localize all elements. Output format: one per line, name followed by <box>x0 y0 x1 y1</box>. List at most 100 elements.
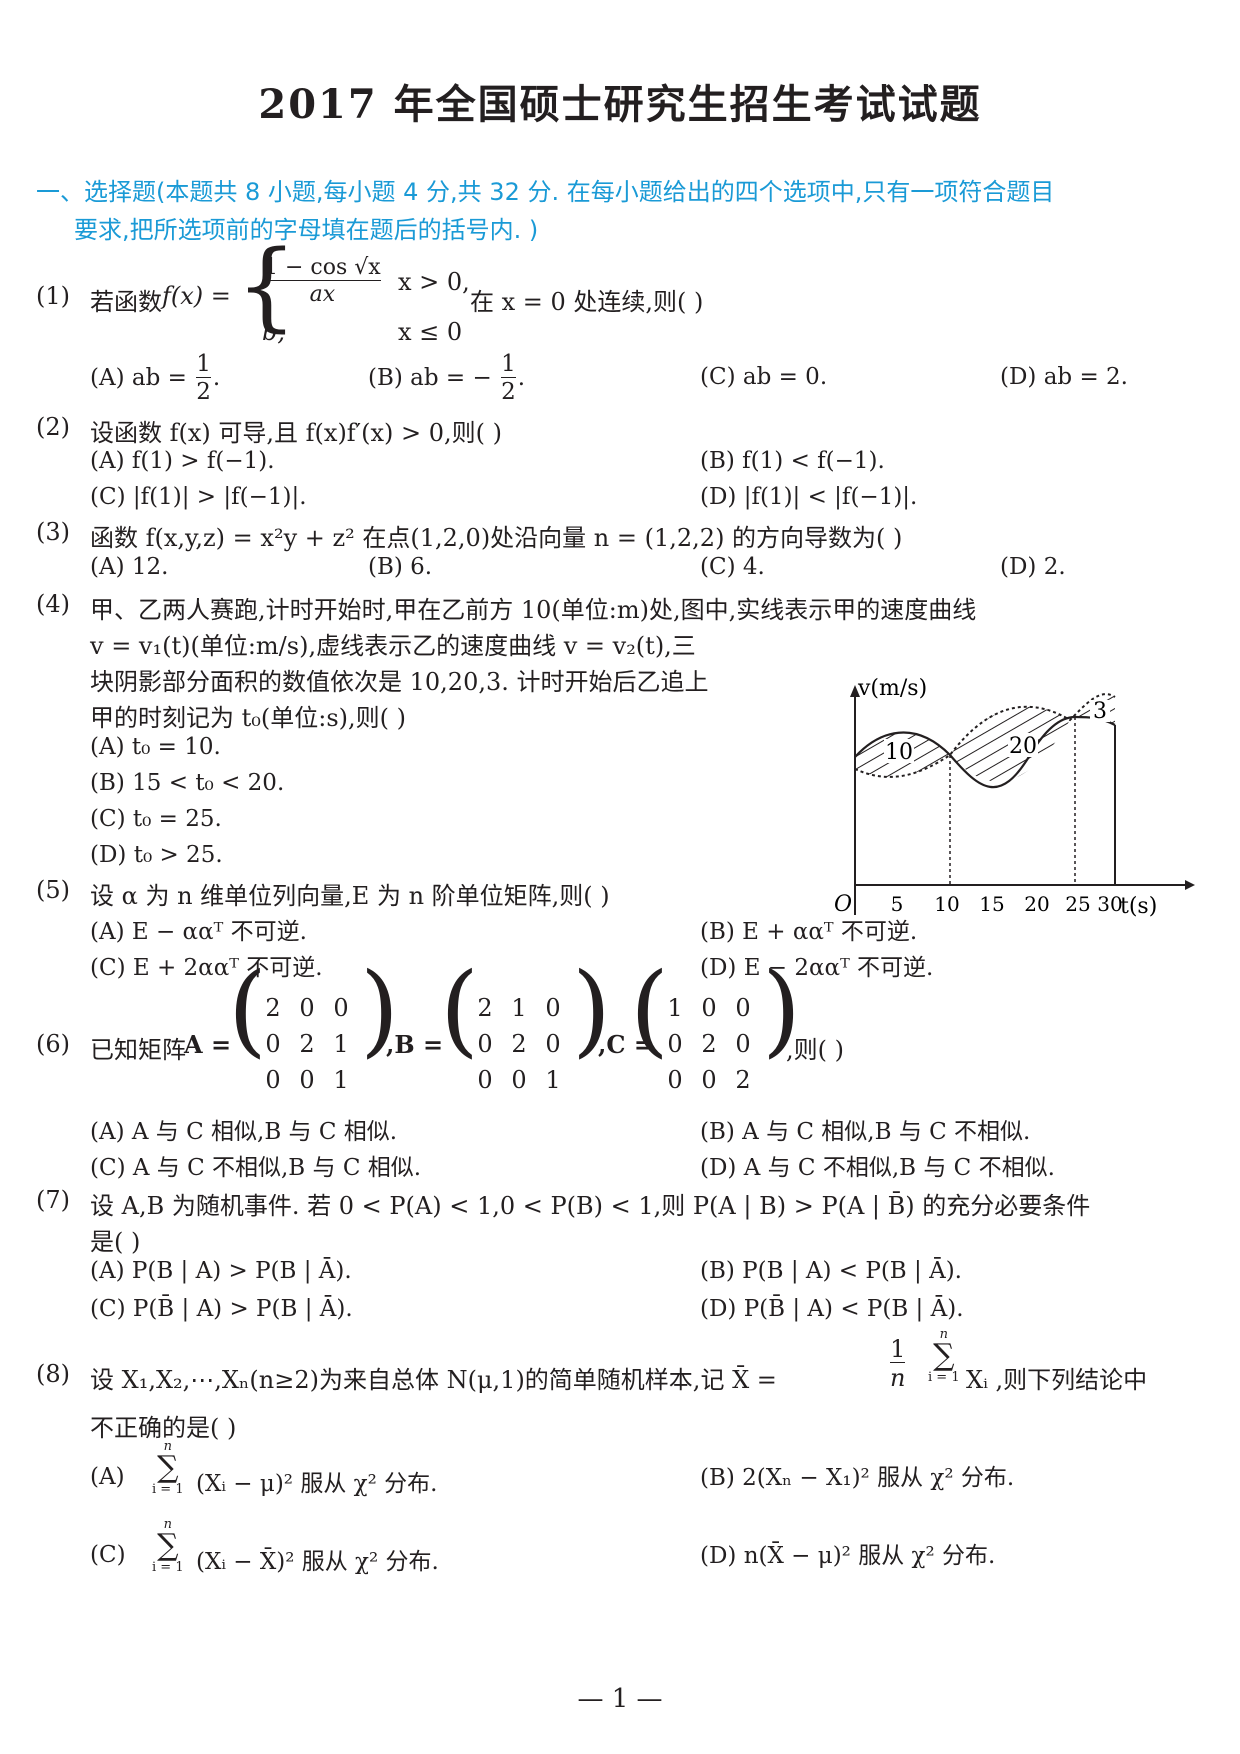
q7-option-a: (A) P(B | A) > P(B | Ā). <box>90 1258 352 1284</box>
q5-option-c: (C) E + 2ααᵀ 不可逆. <box>90 955 323 981</box>
q8-option-d: (D) n(X̄ − μ)² 服从 χ² 分布. <box>700 1543 996 1569</box>
q2-text: 设函数 f(x) 可导,且 f(x)f′(x) > 0,则( ) <box>90 419 503 447</box>
q2-number: (2) <box>36 413 70 441</box>
q4-line4: 甲的时刻记为 t₀(单位:s),则( ) <box>90 704 407 732</box>
area-label-bg-2 <box>1008 733 1038 757</box>
q1-case1-frac: 1 − cos √x ax <box>262 255 383 307</box>
q1-number: (1) <box>36 282 70 310</box>
curve-v2-dashed <box>854 693 1116 778</box>
q8-option-c-sum: n ∑ i = 1 <box>152 1518 184 1574</box>
x-axis-label: t(s) <box>1120 894 1157 919</box>
section-heading-cont: 要求,把所选项前的字母填在题后的括号内. ) <box>74 216 539 244</box>
q1-fx: f(x) = <box>162 282 231 310</box>
q1-lead: 若函数 <box>90 288 162 316</box>
q8-lead: 设 X₁,X₂,⋯,Xₙ(n≥2)为来自总体 N(μ,1)的简单随机样本,记 X… <box>90 1366 777 1394</box>
area-label-10: 10 <box>885 740 913 765</box>
q1-tail: 在 x = 0 处连续,则( ) <box>470 288 704 316</box>
q8-option-c-sum-top: n <box>163 1517 172 1532</box>
matrix-b-cell: 0 <box>477 1030 493 1058</box>
q5-option-b: (B) E + ααᵀ 不可逆. <box>700 919 918 945</box>
q4-velocity-figure: v(m/s) O t(s) 5 10 15 20 25 30 10 20 3 <box>834 676 1195 919</box>
q1-option-b-pre: (B) ab = − <box>368 364 492 391</box>
q1-option-c: (C) ab = 0. <box>700 364 828 390</box>
q7-option-b: (B) P(B | A) < P(B | Ā). <box>700 1258 962 1284</box>
q1-option-a-pre: (A) ab = <box>90 364 187 391</box>
q8-option-a-body: (Xᵢ − μ)² 服从 χ² 分布. <box>196 1471 438 1497</box>
q8-option-c-sum-bottom: i = 1 <box>152 1560 184 1575</box>
q3-option-c: (C) 4. <box>700 554 765 580</box>
matrix-c-cell: 2 <box>701 1030 717 1058</box>
q2-option-b: (B) f(1) < f(−1). <box>700 448 885 474</box>
matrix-a-cell: 0 <box>265 1030 281 1058</box>
q1-case2: b, <box>262 318 285 346</box>
q4-line1: 甲、乙两人赛跑,计时开始时,甲在乙前方 10(单位:m)处,图中,实线表示甲的速… <box>90 596 977 624</box>
matrix-a-cell: 2 <box>265 994 281 1022</box>
q8-option-b: (B) 2(Xₙ − X₁)² 服从 χ² 分布. <box>700 1465 1015 1491</box>
q8-option-a-sum-top: n <box>163 1439 172 1454</box>
tick-20: 20 <box>1024 892 1049 916</box>
curve-v1-solid <box>854 715 1116 789</box>
q8-option-a-sum-bottom: i = 1 <box>152 1482 184 1497</box>
area-label-bg-3 <box>1090 700 1110 722</box>
matrix-a-cell: 0 <box>333 994 349 1022</box>
q6-tail: ,则( ) <box>786 1036 844 1064</box>
matrix-b-cell: 0 <box>477 1066 493 1094</box>
q8-line2: 不正确的是( ) <box>90 1414 237 1442</box>
area-label-3: 3 <box>1093 699 1107 724</box>
q8-frac-num: 1 <box>890 1335 906 1363</box>
q8-frac-den: n <box>890 1362 906 1393</box>
q5-option-a: (A) E − ααᵀ 不可逆. <box>90 919 307 945</box>
q2-option-c: (C) |f(1)| > |f(−1)|. <box>90 484 307 510</box>
matrix-c-cell: 0 <box>701 994 717 1022</box>
q8-option-a-sum: n ∑ i = 1 <box>152 1440 184 1496</box>
matrix-a-cell: 1 <box>333 1066 349 1094</box>
q1-case2-cond: x ≤ 0 <box>398 318 463 346</box>
q3-text: 函数 f(x,y,z) = x²y + z² 在点(1,2,0)处沿向量 n =… <box>90 524 903 552</box>
q6-b-label: ,B = <box>386 1030 444 1059</box>
q5-text: 设 α 为 n 维单位列向量,E 为 n 阶单位矩阵,则( ) <box>90 882 610 910</box>
matrix-c-cell: 0 <box>667 1066 683 1094</box>
page-number: — 1 — <box>577 1684 663 1714</box>
matrix-a-left-paren: ( <box>228 951 268 1068</box>
q1-case1-den: ax <box>264 280 381 307</box>
matrix-b-right-paren: ) <box>572 951 612 1068</box>
q1-case1-cond: x > 0, <box>398 268 470 296</box>
q4-number: (4) <box>36 590 70 618</box>
matrix-a-right-paren: ) <box>360 951 400 1068</box>
q4-line2: v = v₁(t)(单位:m/s),虚线表示乙的速度曲线 v = v₂(t),三 <box>90 632 696 660</box>
x-axis-arrow <box>1185 880 1195 890</box>
matrix-b-cell: 2 <box>511 1030 527 1058</box>
q1-brace: { <box>236 230 298 342</box>
matrix-b-cell: 2 <box>477 994 493 1022</box>
q3-option-a: (A) 12. <box>90 554 169 580</box>
q2-option-d: (D) |f(1)| < |f(−1)|. <box>700 484 918 510</box>
q7-line2: 是( ) <box>90 1228 141 1256</box>
q3-number: (3) <box>36 518 70 546</box>
q6-c-label: ,C = <box>598 1030 654 1059</box>
q5-number: (5) <box>36 876 70 904</box>
q8-option-c-body: (Xᵢ − X̄)² 服从 χ² 分布. <box>196 1549 439 1575</box>
q1-option-d: (D) ab = 2. <box>1000 364 1128 390</box>
tick-15: 15 <box>979 892 1004 916</box>
q8-number: (8) <box>36 1360 70 1388</box>
matrix-c-cell: 2 <box>735 1066 751 1094</box>
q7-number: (7) <box>36 1186 70 1214</box>
q1-option-b-den: 2 <box>501 377 516 406</box>
y-axis-arrow <box>850 685 860 697</box>
tick-25: 25 <box>1065 892 1090 916</box>
q3-option-b: (B) 6. <box>368 554 433 580</box>
q2-option-a: (A) f(1) > f(−1). <box>90 448 275 474</box>
q6-option-c: (C) A 与 C 不相似,B 与 C 相似. <box>90 1155 422 1181</box>
matrix-c-cell: 1 <box>667 994 683 1022</box>
q6-number: (6) <box>36 1030 70 1058</box>
matrix-a-cell: 1 <box>333 1030 349 1058</box>
matrix-c-cell: 0 <box>667 1030 683 1058</box>
q3-option-d: (D) 2. <box>1000 554 1066 580</box>
q8-after-sum: Xᵢ ,则下列结论中 <box>966 1366 1148 1394</box>
y-axis-label: v(m/s) <box>857 676 927 701</box>
q7-option-d: (D) P(B̄ | A) < P(B | Ā). <box>700 1296 964 1322</box>
